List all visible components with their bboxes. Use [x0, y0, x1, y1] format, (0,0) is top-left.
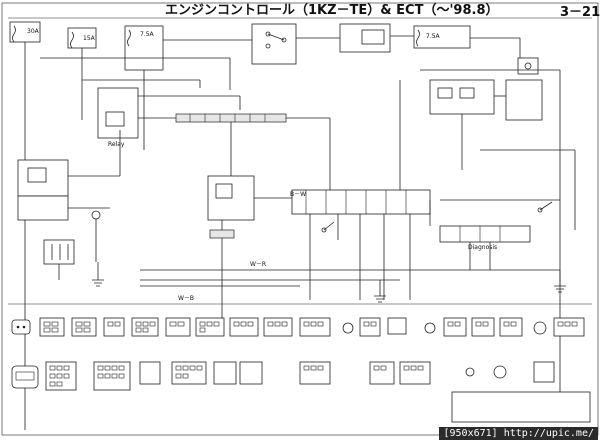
- aircon-amplifier: [505, 79, 543, 121]
- connector-face-4: [103, 317, 125, 337]
- connector-face-30: [465, 367, 475, 377]
- connector-face-27: [299, 361, 331, 385]
- relay-icon: [105, 111, 125, 127]
- fuse-icon: [12, 25, 16, 43]
- fuse-icon: [70, 31, 74, 49]
- connector-face-25: [213, 361, 237, 385]
- fuse-icon: [416, 29, 420, 47]
- pump-relay-block: [207, 175, 255, 221]
- svg-text:Relay: Relay: [108, 141, 125, 148]
- sub-relay-block-left: [17, 195, 69, 221]
- connector-face-5: [131, 317, 159, 337]
- connector-icon: [91, 210, 101, 220]
- connector-face-12: [359, 317, 381, 337]
- connector-face-26: [239, 361, 263, 385]
- ignition-switch: [251, 23, 297, 65]
- svg-text:15A: 15A: [83, 35, 96, 42]
- connector-face-9: [263, 317, 293, 337]
- page-number: 3－21: [560, 5, 600, 20]
- connector-face-16: [471, 317, 495, 337]
- relay-icon: [361, 29, 385, 45]
- wire-code-w-r: W－R: [250, 261, 266, 268]
- fuse-15a: 15A: [67, 27, 97, 49]
- magnet-clutch-switch-area: [517, 57, 539, 75]
- connector-face-11: [342, 322, 354, 334]
- connector-face-1: [11, 319, 31, 335]
- connector-face-row-2: [11, 361, 555, 391]
- switch-icon: [321, 221, 335, 233]
- connector-face-32: [533, 361, 555, 383]
- svg-text:30A: 30A: [27, 28, 40, 35]
- switch-icon: [267, 33, 285, 41]
- connector-face-3: [71, 317, 97, 337]
- sub-relay-block: [339, 23, 391, 53]
- connector-face-10: [299, 317, 331, 337]
- connector-face-7: [195, 317, 225, 337]
- connector-face-2: [39, 317, 65, 337]
- connector-face-6: [165, 317, 191, 337]
- wire-code-b-w: B－W: [290, 191, 306, 198]
- fuse-7-5a-relay-block: 7.5A: [124, 25, 164, 71]
- junction-connector-strip: [175, 113, 287, 123]
- connector-face-15: [443, 317, 467, 337]
- passenger-side-jb: [209, 229, 235, 239]
- wire-code-w-b: W－B: [178, 295, 194, 302]
- connector-face-24: [171, 361, 207, 385]
- connector-face-row-1: [11, 317, 585, 337]
- engine-room-relay-block: Relay: [97, 87, 139, 148]
- switch-icon: [537, 201, 553, 213]
- relay-icon: [27, 167, 47, 183]
- svg-text:7.5A: 7.5A: [426, 33, 441, 40]
- connector-face-29: [399, 361, 431, 385]
- connector-face-8: [229, 317, 259, 337]
- fuse-30a: 30A: [9, 21, 41, 43]
- fuse-7-5a-ignition: 7.5A: [413, 25, 471, 49]
- engine-control-computer: [291, 189, 431, 215]
- diagnosis-connector: Diagnosis: [439, 225, 531, 251]
- page-title: エンジンコントロール（1KZ－TE）& ECT（～'98.8）: [165, 2, 499, 18]
- connector-face-20: [11, 365, 39, 389]
- relay-icon: [215, 183, 233, 199]
- watermark: [950x671] http://upic.me/: [439, 427, 598, 440]
- glow-plug-relay: [17, 159, 69, 197]
- svg-text:Diagnosis: Diagnosis: [468, 244, 497, 251]
- fuse-icon: [127, 29, 131, 47]
- center-junction-block: [429, 79, 495, 115]
- connector-face-31: [493, 365, 507, 379]
- connector-face-13: [387, 317, 407, 335]
- ground-icon: [92, 279, 104, 287]
- connector-face-23: [139, 361, 161, 385]
- svg-text:7.5A: 7.5A: [140, 31, 155, 38]
- connector-face-17: [499, 317, 523, 337]
- connector-face-28: [369, 361, 395, 385]
- page-frame: [1, 2, 599, 436]
- connector-face-21: [45, 361, 77, 391]
- connector-face-22: [93, 361, 131, 391]
- connector-face-19: [553, 317, 585, 337]
- connector-face-18: [533, 321, 547, 335]
- wire-color-legend: [451, 391, 591, 423]
- glow-plug: [43, 239, 75, 265]
- connector-face-14: [424, 322, 436, 334]
